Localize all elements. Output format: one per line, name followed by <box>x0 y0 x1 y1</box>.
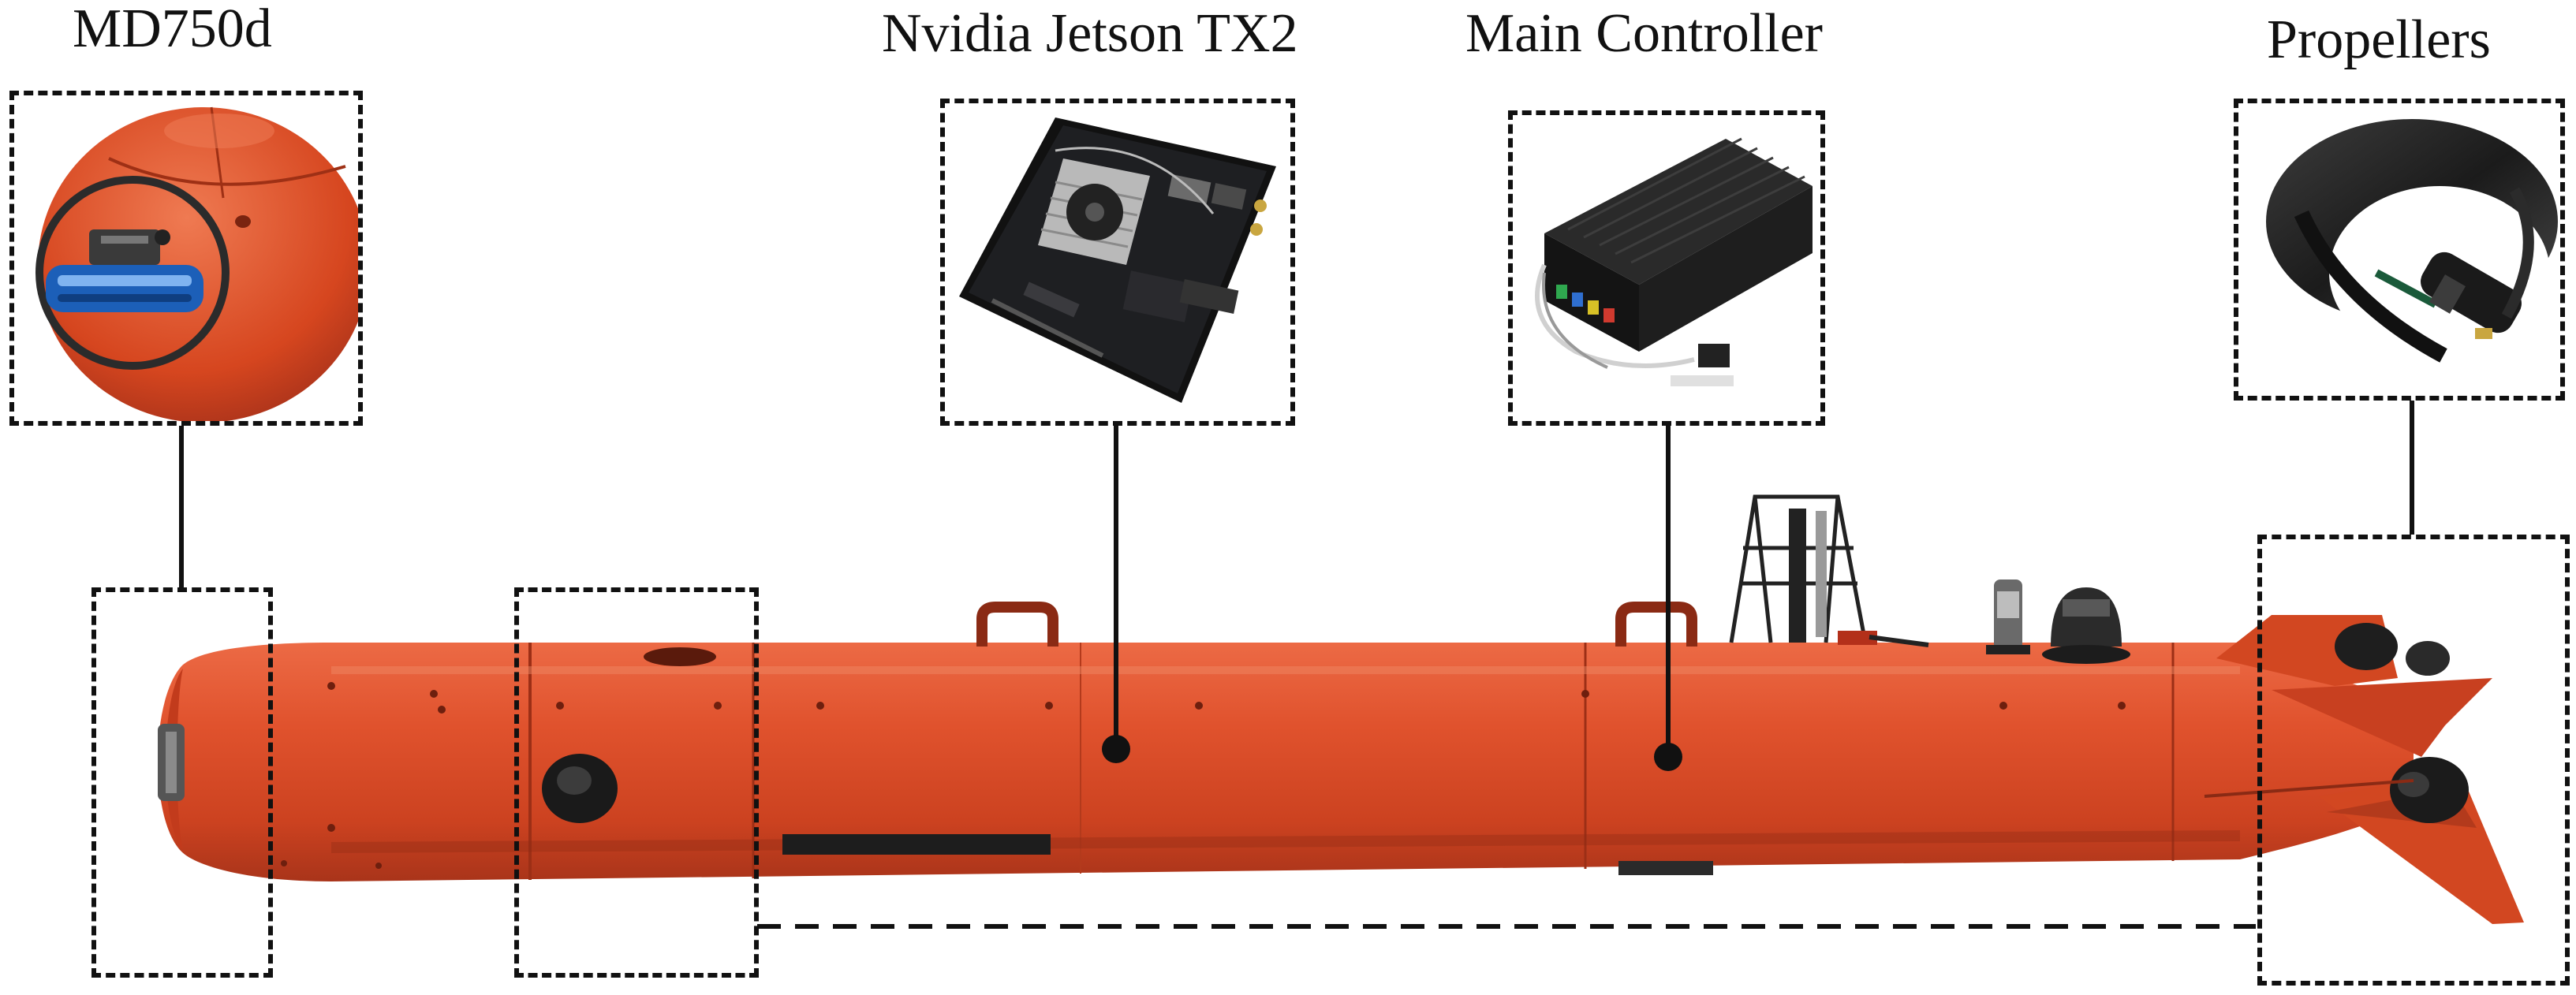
inset-propellers <box>2234 99 2565 401</box>
propeller-motor <box>2421 252 2522 334</box>
inset-md750d <box>9 91 363 426</box>
label-jetson: Nvidia Jetson TX2 <box>882 3 1298 64</box>
dome-sensor <box>2051 587 2122 647</box>
antenna-mast <box>1729 494 1868 643</box>
propeller-image <box>2266 119 2558 363</box>
controller-location-dot <box>1654 743 1682 771</box>
thruster-upper <box>2335 623 2398 670</box>
lifting-handle-rear <box>1615 602 1697 647</box>
inset-jetson <box>940 99 1295 426</box>
label-propellers: Propellers <box>2267 9 2491 70</box>
controller-image <box>1535 137 1813 386</box>
connector-lines <box>179 401 2414 755</box>
label-md750d: MD750d <box>73 0 272 59</box>
inset-controller <box>1508 110 1825 426</box>
jetson-location-dot <box>1102 735 1130 763</box>
label-controller: Main Controller <box>1465 3 1823 64</box>
mast-antenna <box>1789 509 1806 643</box>
region-box-md750d <box>91 587 273 978</box>
sonar-guard-ring <box>35 176 230 370</box>
jetson-board-image <box>959 117 1276 403</box>
sonar-head-icon <box>46 265 203 312</box>
side-slot <box>782 834 1051 855</box>
md750d-image <box>35 106 358 421</box>
lifting-handle-front <box>976 602 1058 647</box>
region-box-camera-section <box>514 587 759 978</box>
region-box-propellers <box>2257 535 2570 986</box>
auv-hull <box>158 494 2524 924</box>
